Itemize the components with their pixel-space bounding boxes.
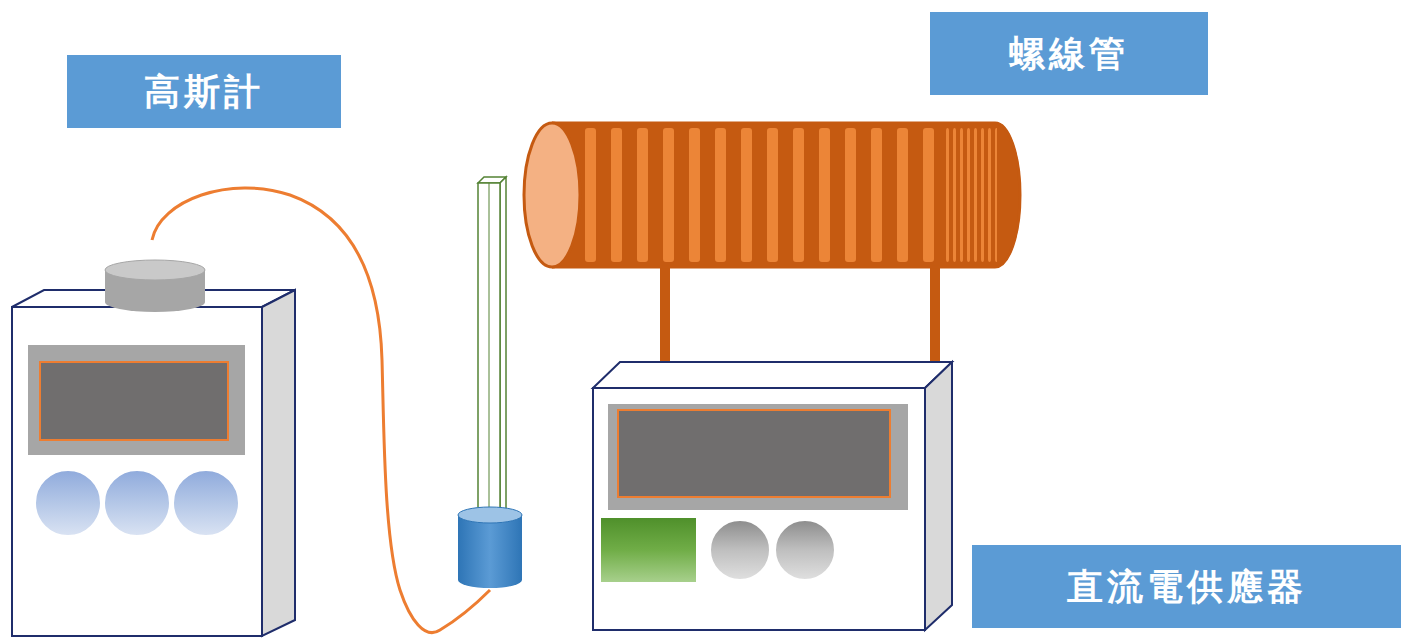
label-box: 直流電供應器: [972, 545, 1401, 628]
coil-winding: [871, 128, 882, 262]
coil-winding: [953, 128, 956, 262]
coil-winding: [897, 128, 908, 262]
coil-winding: [995, 128, 997, 262]
dc-power-supply: [593, 362, 952, 630]
coil-winding: [923, 128, 934, 262]
solenoid-coil: [524, 123, 1020, 267]
coil-winding: [689, 128, 700, 262]
coil-winding: [845, 128, 856, 262]
coil-winding: [946, 128, 949, 262]
coil-winding: [741, 128, 752, 262]
coil-winding: [793, 128, 804, 262]
label-text: 直流電供應器: [1067, 565, 1307, 608]
coil-winding: [637, 128, 648, 262]
label-text: 螺線管: [1009, 32, 1129, 75]
label-text: 高斯計: [144, 70, 264, 113]
coil-winding: [663, 128, 674, 262]
gauss-meter: [12, 260, 295, 636]
coil-winding: [715, 128, 726, 262]
coil-winding: [967, 128, 970, 262]
coil-winding: [819, 128, 830, 262]
coil-winding: [767, 128, 778, 262]
coil-winding: [960, 128, 963, 262]
coil-winding: [585, 128, 596, 262]
label-box: 高斯計: [67, 55, 341, 128]
coil-winding: [974, 128, 977, 262]
coil-winding: [611, 128, 622, 262]
probe-cable: [152, 188, 490, 633]
coil-winding: [981, 128, 984, 262]
label-box: 螺線管: [930, 12, 1208, 95]
coil-winding: [988, 128, 991, 262]
gauss-probe: [458, 177, 522, 588]
